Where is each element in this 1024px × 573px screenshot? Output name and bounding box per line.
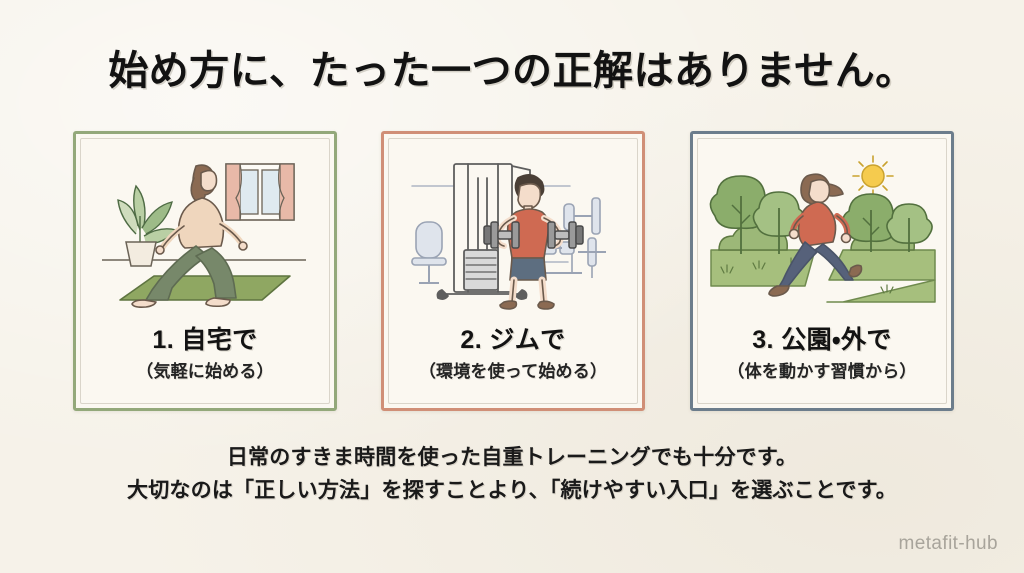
card-caption-home: 1. 自宅で （気軽に始める） <box>76 326 334 381</box>
card-caption-gym: 2. ジムで （環境を使って始める） <box>384 326 642 381</box>
card-title: 1. 自宅で <box>152 326 258 354</box>
gym-chair <box>411 221 447 284</box>
card-title: 3. 公園・外で <box>752 326 892 354</box>
watermark: metafit-hub <box>898 533 998 554</box>
gym-dumbbell-illustration <box>392 142 632 324</box>
grass-path <box>710 249 936 303</box>
card-home[interactable]: 1. 自宅で （気軽に始める） <box>73 131 337 411</box>
card-gym[interactable]: 2. ジムで （環境を使って始める） <box>381 131 645 411</box>
footer-line-2: 大切なのは「正しい方法」を探すことより、「続けやすい入口」を選ぶことです。 <box>127 478 897 502</box>
woman-stretching <box>131 164 248 308</box>
card-inner-border <box>388 138 638 404</box>
page-title: 始め方に、たった一つの正解はありません。 <box>108 49 916 93</box>
park-jogging-illustration <box>701 142 941 324</box>
card-inner-border <box>697 138 947 404</box>
footer-note: 日常のすきま時間を使った自重トレーニングでも十分です。 大切なのは「正しい方法」… <box>0 442 1024 507</box>
card-park[interactable]: 3. 公園・外で （体を動かす習慣から） <box>690 131 954 411</box>
card-inner-border <box>80 138 330 404</box>
card-caption-park: 3. 公園・外で （体を動かす習慣から） <box>693 326 951 381</box>
yoga-mat <box>119 275 291 301</box>
dumbbells <box>483 221 584 249</box>
window-with-curtains <box>225 163 295 221</box>
woman-jogging <box>768 173 863 297</box>
card-subtitle: （気軽に始める） <box>136 361 274 381</box>
card-subtitle: （体を動かす習慣から） <box>727 361 917 381</box>
card-subtitle: （環境を使って始める） <box>418 361 608 381</box>
card-title: 2. ジムで <box>460 326 566 354</box>
home-stretching-illustration <box>84 142 324 324</box>
potted-plant <box>117 184 178 267</box>
footer-line-1: 日常のすきま時間を使った自重トレーニングでも十分です。 <box>226 446 798 469</box>
sun-icon <box>852 155 894 197</box>
